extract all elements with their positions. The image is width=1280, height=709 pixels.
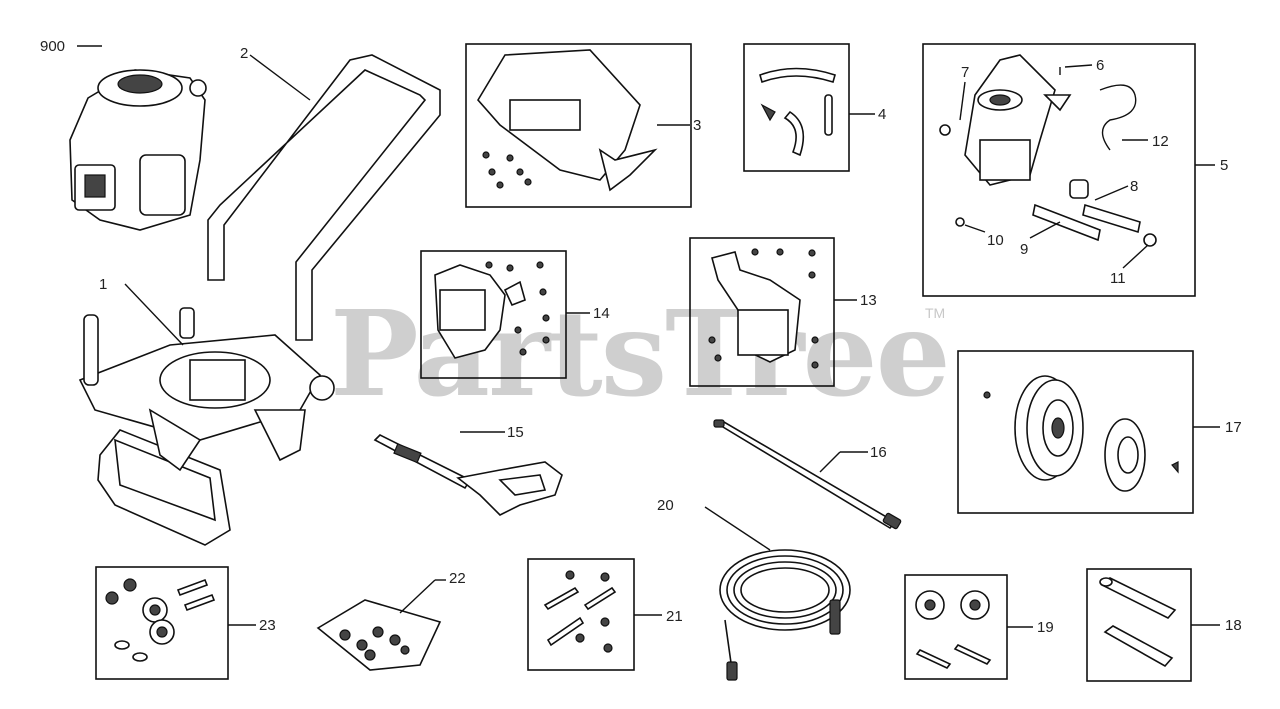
callout-2: 2 <box>240 45 248 62</box>
watermark-trademark: TM <box>925 305 945 321</box>
part-21-hardware-kit[interactable] <box>543 570 617 653</box>
box-part-14 <box>420 250 567 379</box>
part-22-hardware-bag[interactable] <box>316 599 442 671</box>
part-18-tube-kit[interactable] <box>1099 577 1177 668</box>
callout-3: 3 <box>693 117 701 134</box>
callout-4: 4 <box>878 106 886 123</box>
part-19-knob-kit[interactable] <box>915 590 992 669</box>
callout-20: 20 <box>657 497 674 514</box>
callout-13: 13 <box>860 292 877 309</box>
part-15-spray-gun[interactable] <box>373 434 563 516</box>
part-13-bracket-kit[interactable] <box>708 248 819 369</box>
callout-9: 9 <box>1020 241 1028 258</box>
part-1-frame[interactable] <box>78 307 335 546</box>
callout-900: 900 <box>40 38 65 55</box>
box-part-23 <box>95 566 229 680</box>
callout-14: 14 <box>593 305 610 322</box>
box-part-19 <box>904 574 1008 680</box>
callout-19: 19 <box>1037 619 1054 636</box>
callout-18: 18 <box>1225 617 1242 634</box>
callout-10: 10 <box>987 232 1004 249</box>
callout-1: 1 <box>99 276 107 293</box>
part-5-pump-assembly[interactable] <box>939 54 1157 247</box>
part-23-hardware-kit[interactable] <box>105 578 216 662</box>
box-part-5 <box>922 43 1196 297</box>
callout-8: 8 <box>1130 178 1138 195</box>
part-20-hose[interactable] <box>719 549 851 681</box>
callout-22: 22 <box>449 570 466 587</box>
callout-16: 16 <box>870 444 887 461</box>
callout-17: 17 <box>1225 419 1242 436</box>
box-part-13 <box>689 237 835 387</box>
box-part-21 <box>527 558 635 671</box>
part-900-engine[interactable] <box>69 69 207 231</box>
callout-5: 5 <box>1220 157 1228 174</box>
callout-12: 12 <box>1152 133 1169 150</box>
leader-line <box>249 54 311 101</box>
box-part-17 <box>957 350 1194 514</box>
leader-line <box>704 506 771 551</box>
part-3-pump-housing[interactable] <box>477 49 658 192</box>
callout-23: 23 <box>259 617 276 634</box>
callout-11: 11 <box>1110 270 1126 287</box>
callout-21: 21 <box>666 608 683 625</box>
callout-15: 15 <box>507 424 524 441</box>
box-part-3 <box>465 43 692 208</box>
part-14-bracket-kit[interactable] <box>434 261 550 359</box>
callout-7: 7 <box>961 64 969 81</box>
leader-line <box>1122 244 1149 269</box>
part-16-lance[interactable] <box>713 419 902 530</box>
leader-line <box>1029 221 1061 239</box>
leader-line <box>399 579 436 614</box>
watermark-text: PartsTree <box>330 284 949 423</box>
leader-line <box>959 81 966 121</box>
part-2-handle[interactable] <box>207 54 441 341</box>
leader-line <box>819 451 841 473</box>
leader-line <box>1064 64 1093 68</box>
leader-line <box>1094 185 1129 201</box>
box-part-4 <box>743 43 850 172</box>
part-17-wheel-kit[interactable] <box>983 375 1179 492</box>
leader-line <box>964 224 986 233</box>
leader-line <box>124 283 184 346</box>
callout-6: 6 <box>1096 57 1104 74</box>
part-4-hose-kit[interactable] <box>759 67 836 157</box>
